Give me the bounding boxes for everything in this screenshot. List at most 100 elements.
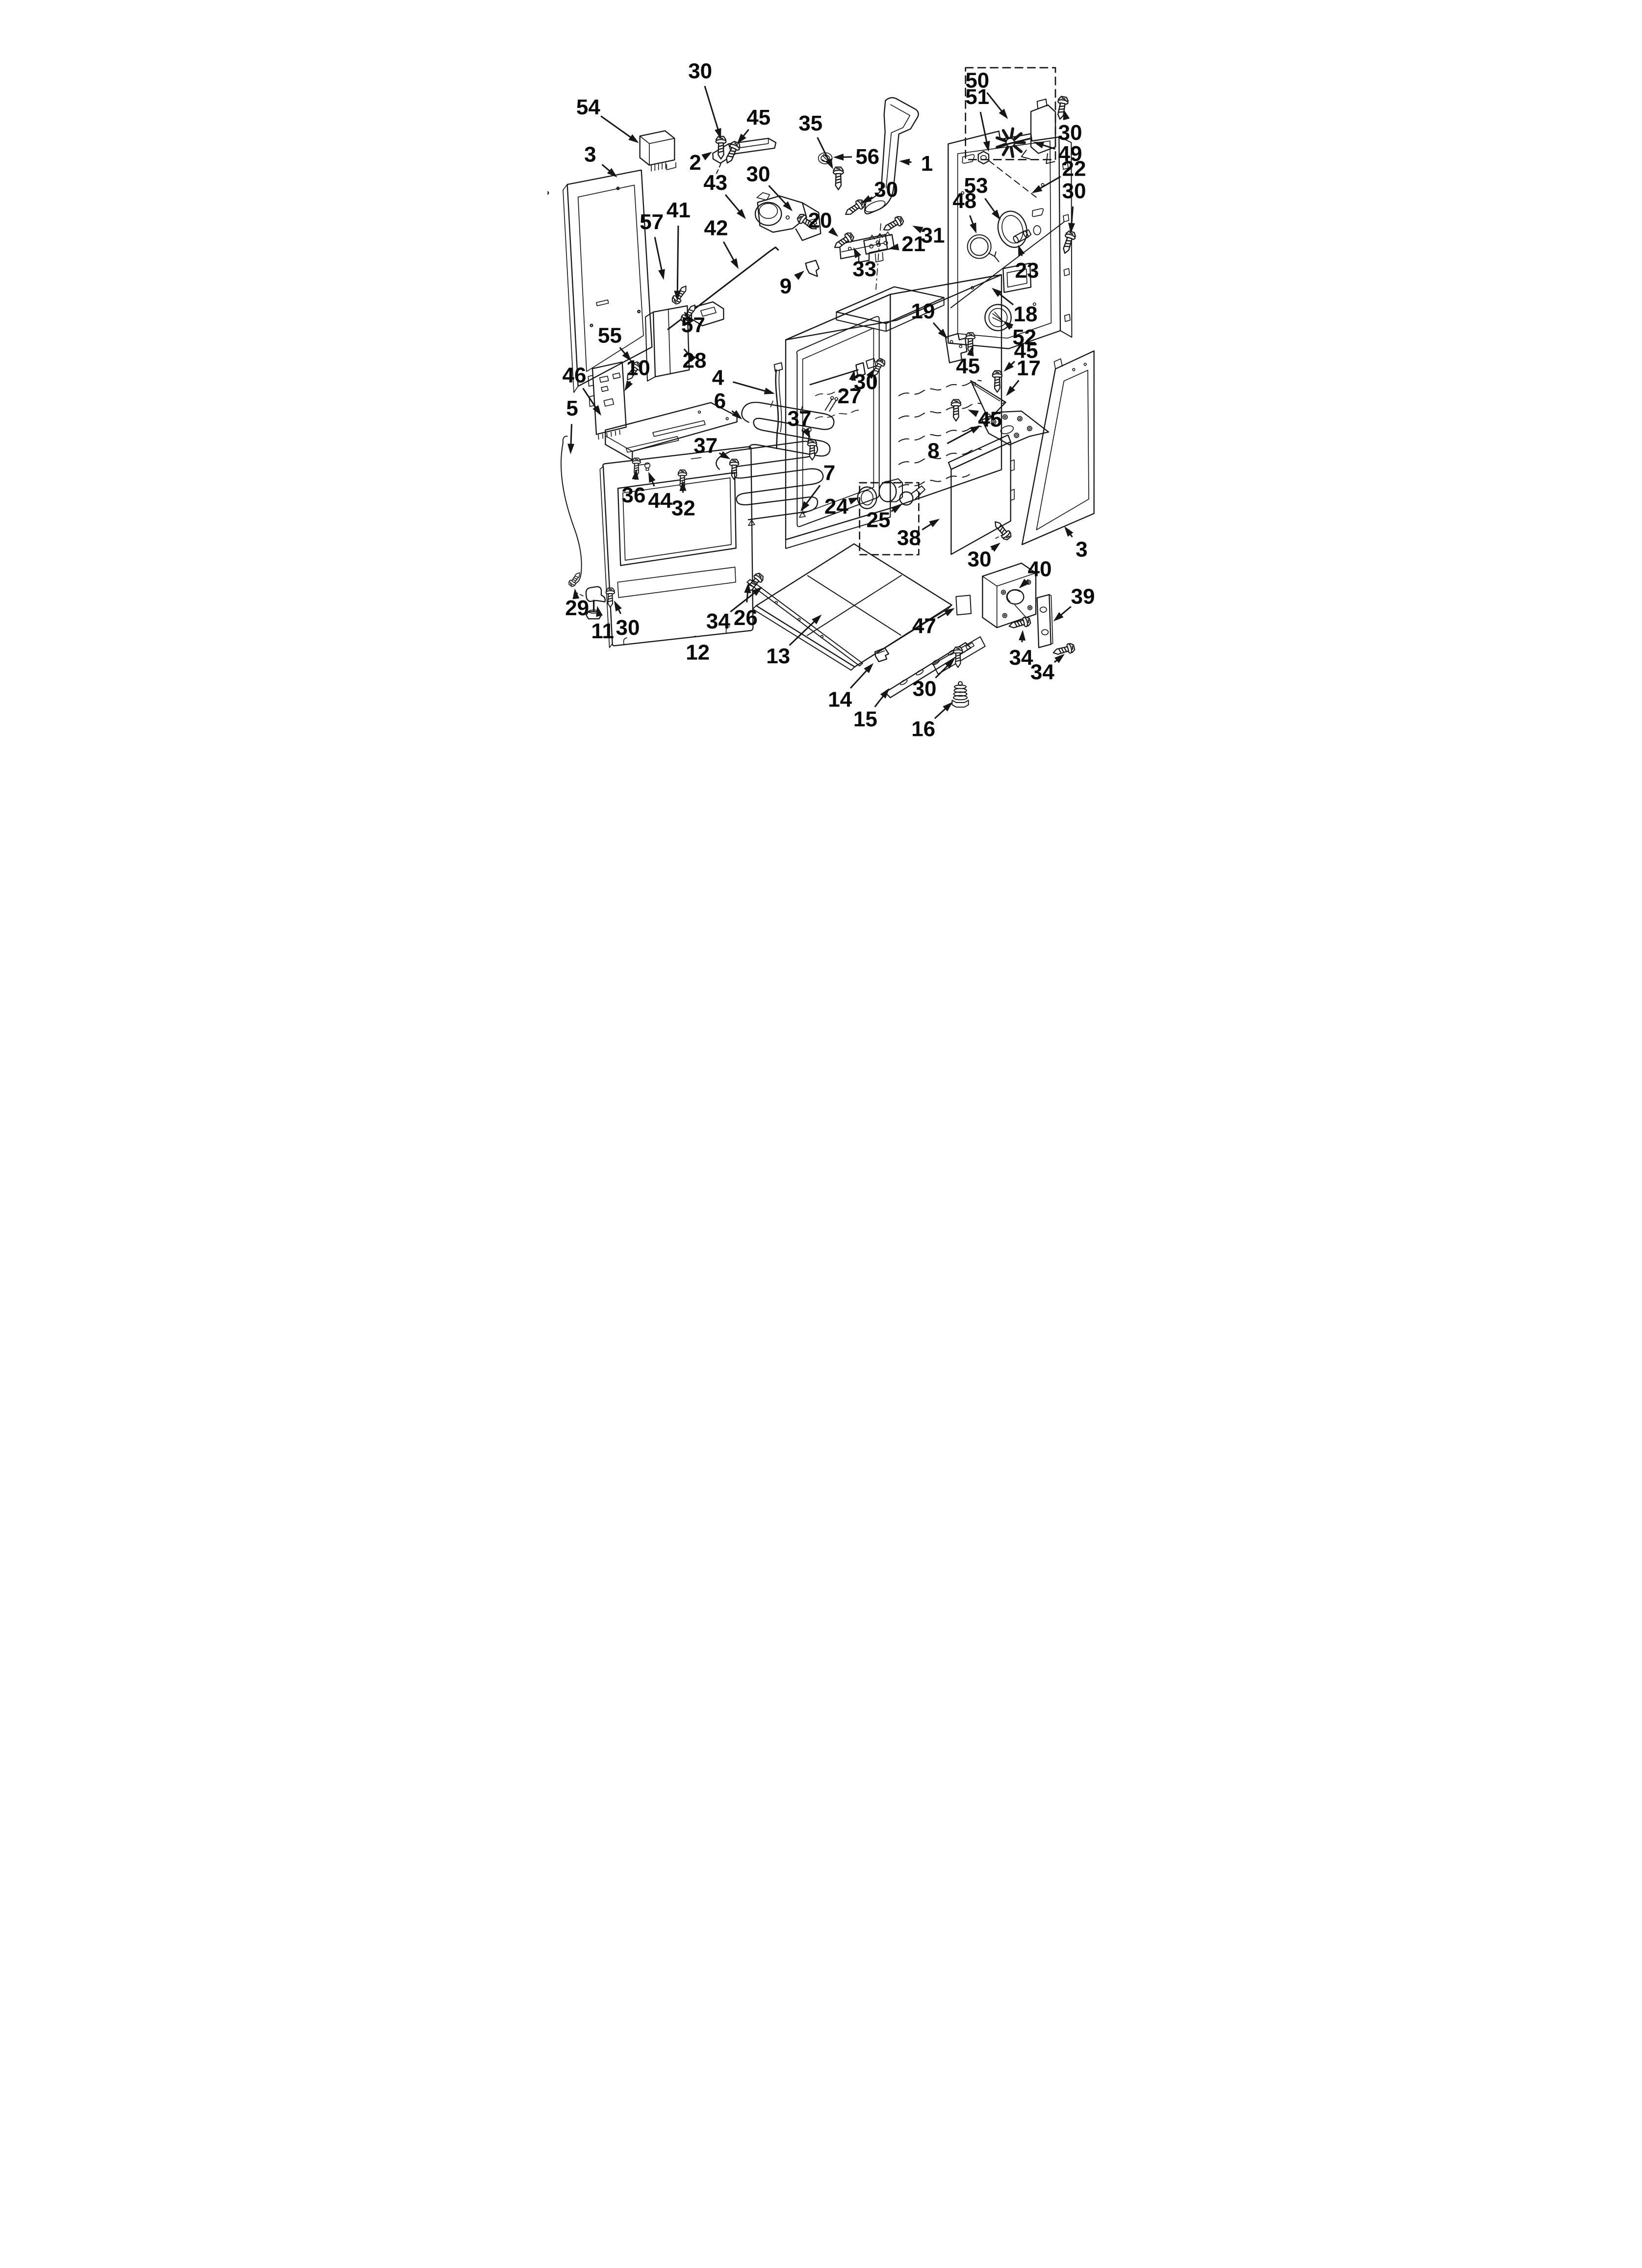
callout-23-24: 23 bbox=[1015, 245, 1039, 283]
leveling-leg-block bbox=[982, 562, 1037, 628]
callout-28-45: 28 bbox=[683, 349, 707, 373]
leader-line bbox=[937, 612, 947, 619]
part-number-30: 30 bbox=[968, 547, 992, 572]
part-number-39: 39 bbox=[1071, 585, 1095, 609]
callout-50-16: 50 bbox=[965, 69, 1008, 119]
arrowhead bbox=[861, 195, 872, 204]
part-number-11: 11 bbox=[591, 619, 614, 643]
callout-3-2: 3 bbox=[584, 143, 617, 178]
leader-line bbox=[986, 92, 1003, 112]
callout-34-67: 34 bbox=[1009, 630, 1033, 670]
part-number-12: 12 bbox=[686, 641, 710, 665]
arrowhead bbox=[853, 247, 861, 259]
part-number-1: 1 bbox=[921, 152, 933, 176]
callout-17-30: 17 bbox=[1006, 356, 1041, 396]
arrowhead bbox=[1003, 321, 1014, 330]
arrowhead bbox=[628, 134, 639, 143]
leader-line bbox=[805, 485, 821, 505]
part-number-48: 48 bbox=[952, 189, 976, 213]
callout-34-68: 34 bbox=[1030, 653, 1065, 684]
callout-9-15: 9 bbox=[780, 270, 804, 298]
arrowhead bbox=[737, 133, 746, 144]
leader-line bbox=[979, 112, 988, 143]
arrowhead bbox=[1018, 245, 1025, 256]
leader-line bbox=[730, 592, 756, 613]
arrowhead bbox=[1003, 362, 1014, 372]
arrowhead bbox=[943, 702, 953, 712]
part-number-25: 25 bbox=[867, 508, 891, 532]
leader-line bbox=[768, 185, 787, 205]
part-number-21: 21 bbox=[901, 232, 925, 256]
part-number-42: 42 bbox=[704, 216, 728, 240]
callout-30-66: 30 bbox=[968, 543, 1001, 572]
part-number-53: 53 bbox=[964, 174, 988, 198]
callout-47-58: 47 bbox=[912, 608, 955, 638]
callout-5-47: 5 bbox=[566, 396, 578, 454]
arrowhead bbox=[674, 290, 681, 301]
part-number-35: 35 bbox=[798, 111, 822, 135]
part-number-47: 47 bbox=[912, 614, 936, 638]
arrowhead bbox=[794, 270, 804, 280]
arrowhead bbox=[1063, 109, 1070, 121]
part-number-4: 4 bbox=[712, 366, 724, 390]
mounting-bracket bbox=[712, 137, 777, 164]
leader-line bbox=[922, 523, 932, 531]
arrowhead bbox=[970, 425, 981, 434]
arrowhead bbox=[592, 405, 601, 416]
arrowhead bbox=[912, 226, 924, 234]
leader-line bbox=[619, 347, 626, 355]
leader-line bbox=[600, 115, 632, 138]
part-number-43: 43 bbox=[703, 171, 727, 195]
arrowhead bbox=[848, 497, 859, 505]
part-number-57: 57 bbox=[640, 210, 664, 234]
leader-line bbox=[722, 241, 735, 261]
callout-44-49: 44 bbox=[648, 471, 672, 513]
callout-12-55: 12 bbox=[686, 635, 710, 665]
arrowhead bbox=[567, 443, 575, 454]
callout-30-11: 30 bbox=[861, 178, 898, 204]
arrowhead bbox=[701, 152, 712, 160]
callout-54-1: 54 bbox=[576, 95, 639, 143]
part-number-37: 37 bbox=[693, 434, 718, 458]
callout-57-69: 57 bbox=[640, 210, 665, 280]
part-number-45: 45 bbox=[746, 105, 770, 130]
callout-30-9: 30 bbox=[746, 162, 793, 211]
callout-38-42: 38 bbox=[897, 519, 940, 550]
arrowhead bbox=[802, 427, 811, 439]
leveling-foot bbox=[951, 681, 969, 708]
arrowhead bbox=[732, 410, 743, 419]
callout-42-71: 42 bbox=[704, 216, 739, 269]
rear-support-bracket bbox=[945, 333, 968, 364]
part-number-45: 45 bbox=[978, 408, 1002, 432]
leader-line bbox=[742, 129, 749, 137]
arrowhead bbox=[944, 608, 955, 617]
part-number-16: 16 bbox=[911, 717, 935, 741]
latch-rod bbox=[667, 246, 779, 330]
alignment-dash bbox=[715, 163, 721, 177]
leader-line bbox=[817, 137, 830, 161]
callout-51-17: 51 bbox=[965, 85, 990, 152]
part-number-50: 50 bbox=[965, 69, 989, 93]
part-number-34: 34 bbox=[1009, 646, 1033, 670]
exploded-parts-diagram: 3054345351562433020303121339505130492230… bbox=[547, 59, 1095, 741]
arrowhead bbox=[945, 658, 955, 669]
arrowhead bbox=[899, 158, 910, 166]
leader-line bbox=[733, 381, 766, 392]
leader-line bbox=[724, 194, 741, 212]
part-number-52: 52 bbox=[1012, 325, 1036, 349]
callout-45-28: 45 bbox=[956, 345, 980, 378]
part-number-30: 30 bbox=[1058, 121, 1082, 145]
left-side-panel bbox=[547, 169, 653, 393]
arrowhead bbox=[736, 209, 746, 219]
arrowhead bbox=[1031, 185, 1043, 193]
arrowhead bbox=[614, 600, 622, 612]
arrowhead bbox=[888, 243, 899, 251]
part-number-34: 34 bbox=[1030, 660, 1054, 684]
oven-door bbox=[599, 446, 754, 648]
vent-duct bbox=[864, 97, 919, 214]
transformer bbox=[639, 130, 676, 172]
part-number-28: 28 bbox=[683, 349, 707, 373]
part-number-56: 56 bbox=[855, 145, 879, 169]
screw-29 bbox=[567, 570, 583, 588]
callout-30-18: 30 bbox=[1058, 109, 1082, 145]
